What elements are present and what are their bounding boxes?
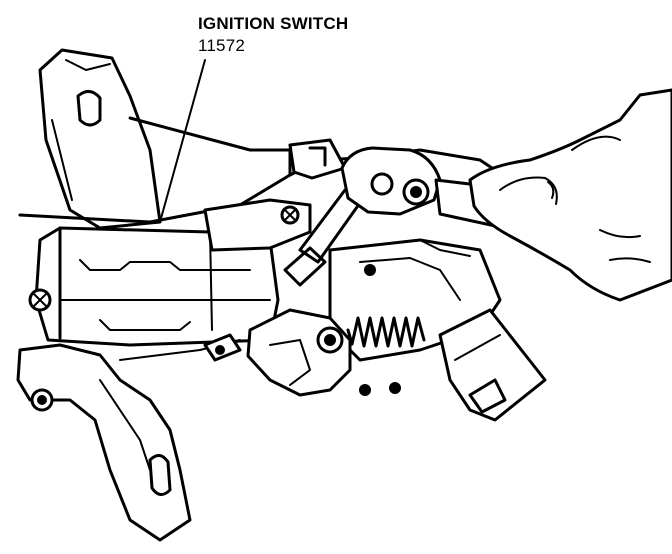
upper-bracket-slot — [76, 90, 102, 127]
return-spring — [346, 316, 426, 348]
ignition-switch-part-number: 11572 — [198, 36, 246, 55]
lower-bracket — [16, 343, 192, 542]
lower-bracket-slot — [148, 454, 172, 496]
callout-leader-line — [159, 59, 206, 223]
hand-finger — [468, 88, 672, 302]
ignition-switch-label: IGNITION SWITCH — [198, 14, 349, 33]
switch-connector — [438, 308, 547, 422]
upper-bracket-arm — [38, 48, 162, 230]
